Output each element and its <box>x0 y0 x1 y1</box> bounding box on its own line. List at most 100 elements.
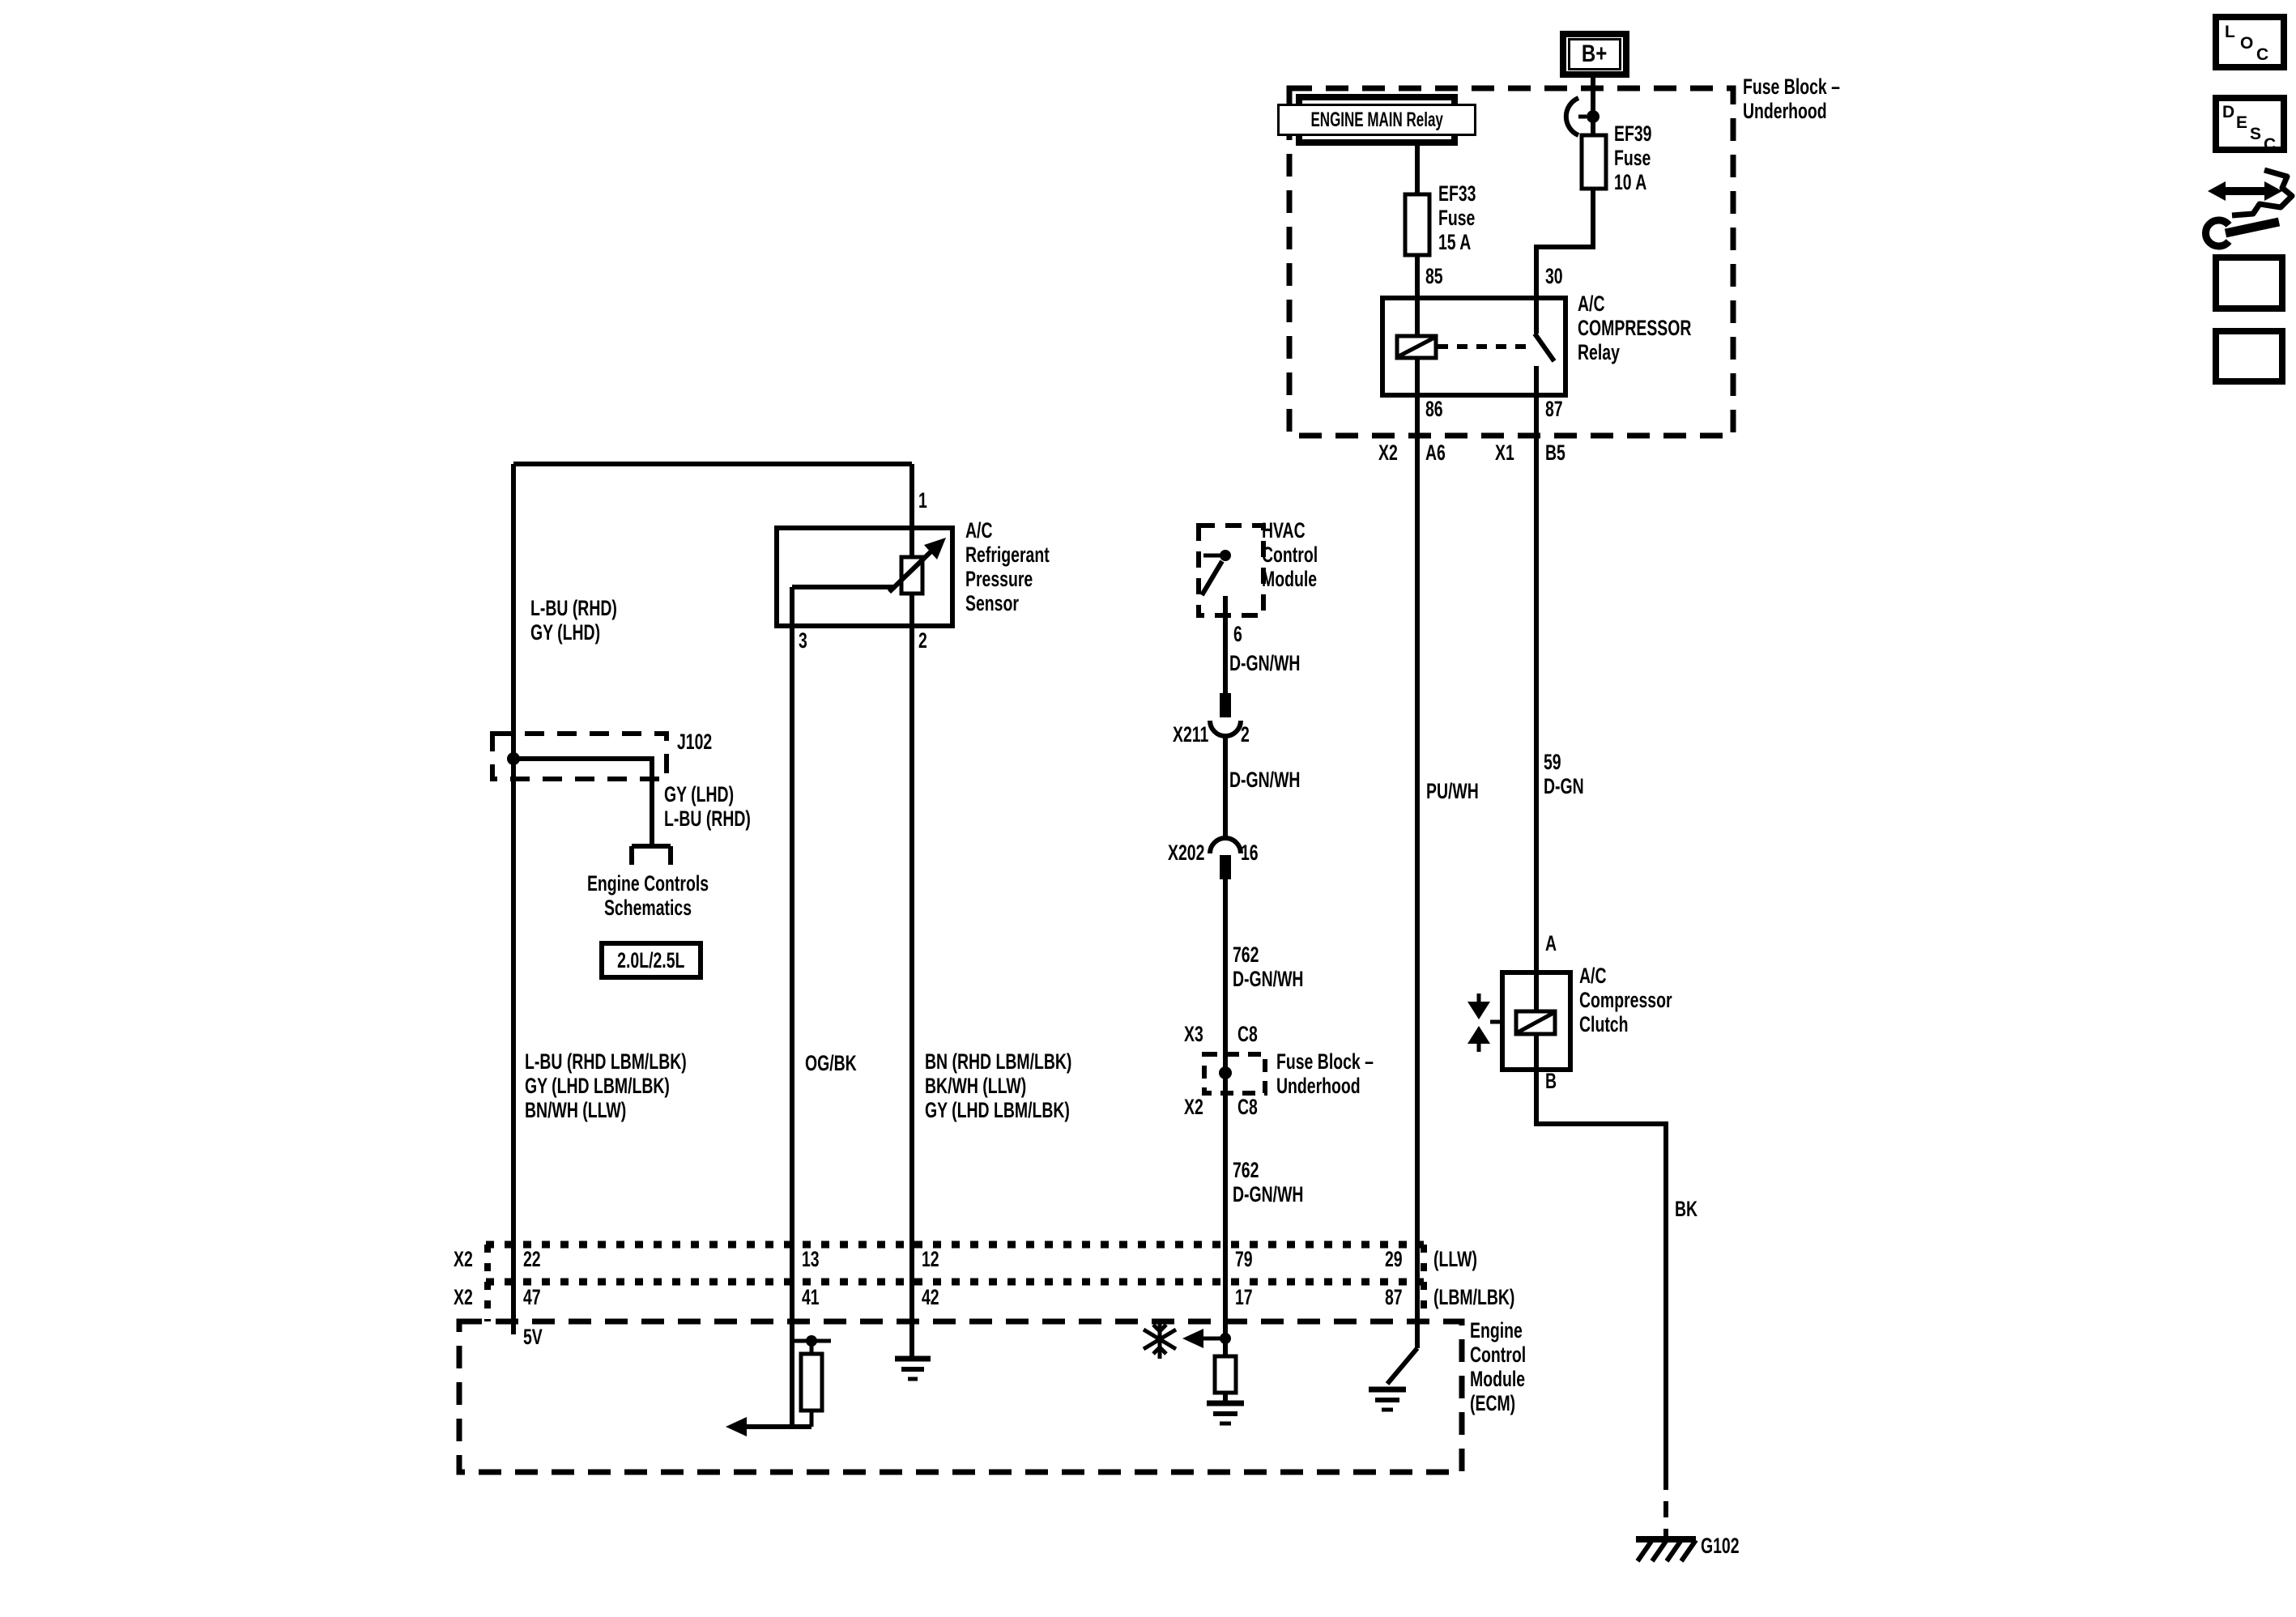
j102-label: J102 <box>677 730 713 754</box>
wire-color-dgnwh-2: D-GN/WH <box>1229 768 1301 792</box>
b-plus-connector-symbol <box>1563 96 1600 138</box>
ecm-pin-13: 13 <box>802 1247 820 1271</box>
sensor-pin-1: 1 <box>918 488 927 513</box>
clutch-pin-a: A <box>1545 931 1557 955</box>
relay-pin-30: 30 <box>1545 264 1563 288</box>
connector-x211-label: X211 <box>1173 722 1209 747</box>
connector-x211-symbol <box>1208 693 1243 738</box>
ecm-pin-42: 42 <box>922 1285 939 1309</box>
connector-x2mid-label: X2 <box>1184 1095 1203 1119</box>
ecm-pin-47: 47 <box>523 1285 541 1309</box>
ecm-pin-17: 17 <box>1235 1285 1253 1309</box>
engine-main-relay-box: ENGINE MAIN Relay <box>1276 94 1477 146</box>
wire-relay87-clutch-ground <box>1534 366 1668 1537</box>
hvac-switch-symbol <box>1199 550 1231 597</box>
ac-compressor-clutch-symbol <box>1467 970 1573 1072</box>
relay-conn-x2: X2 <box>1378 440 1398 465</box>
connector-x202-pin: 16 <box>1241 840 1259 865</box>
ecm-pin-41: 41 <box>802 1285 820 1309</box>
relay-conn-a6: A6 <box>1425 440 1446 465</box>
engine-variant-box: 2.0L/2.5L <box>599 941 703 980</box>
ecm-pin-87: 87 <box>1385 1285 1403 1309</box>
wire-j102-branch <box>513 756 673 865</box>
fuse-block-mid-junction-dot <box>1219 1066 1232 1079</box>
ecm-pin-12: 12 <box>922 1247 939 1271</box>
engine-variant-label: 2.0L/2.5L <box>617 947 685 972</box>
loc-letter-c: C <box>2256 45 2269 64</box>
ac-compressor-relay-symbol <box>1380 296 1568 398</box>
hvac-pin-6: 6 <box>1233 622 1242 646</box>
fuse-ef33-symbol <box>1403 192 1432 257</box>
loc-letter-l: L <box>2225 23 2235 41</box>
wire-colors-bottom-right: BN (RHD LBM/LBK)BK/WH (LLW)GY (LHD LBM/L… <box>925 1049 1072 1122</box>
b-plus-label: B+ <box>1582 40 1608 67</box>
ecm-row1-suffix: (LLW) <box>1433 1247 1477 1271</box>
fuse-block-underhood-box <box>1286 85 1736 439</box>
ecm-internal-ac-request-pin17 <box>1142 1320 1244 1426</box>
connector-x3-label: X3 <box>1184 1022 1203 1046</box>
fuse-block-underhood-mid-box <box>1202 1052 1267 1096</box>
clutch-pin-b: B <box>1545 1069 1557 1093</box>
wire-color-og-bk: OG/BK <box>805 1051 857 1075</box>
wire-color-bk: BK <box>1675 1197 1698 1221</box>
j102-splice-box <box>490 731 669 781</box>
j102-wire-color: GY (LHD)L-BU (RHD) <box>664 782 751 831</box>
ecm-box <box>456 1318 1465 1475</box>
sensor-pin-2: 2 <box>918 628 927 653</box>
relay-conn-b5: B5 <box>1545 440 1565 465</box>
connector-x3-pin: C8 <box>1237 1022 1258 1046</box>
relay-pin-86: 86 <box>1425 397 1443 421</box>
connector-x202-symbol <box>1208 836 1243 879</box>
loc-button[interactable]: L O C <box>2213 14 2287 70</box>
ecm-pin-79: 79 <box>1235 1247 1253 1271</box>
ecm-pin-29: 29 <box>1385 1247 1403 1271</box>
ecm-row2-suffix: (LBM/LBK) <box>1433 1285 1515 1309</box>
desc-letter-e: E <box>2236 113 2248 132</box>
ecm-row1-conn: X2 <box>454 1247 473 1271</box>
j102-junction-dot <box>507 752 520 765</box>
desc-button[interactable]: D E S C <box>2213 95 2287 154</box>
wire-color-dgnwh-1: D-GN/WH <box>1229 651 1301 675</box>
hvac-control-module-box <box>1196 523 1266 618</box>
ac-refrigerant-pressure-sensor-symbol <box>774 526 955 628</box>
next-arrow-button[interactable] <box>2213 254 2285 312</box>
ecm-5v-label: 5V <box>523 1325 543 1349</box>
connector-x2mid-pin: C8 <box>1237 1095 1258 1119</box>
back-arrow-button[interactable] <box>2213 328 2285 385</box>
desc-letter-d: D <box>2222 103 2235 121</box>
loc-letter-o: O <box>2240 34 2254 53</box>
relay-conn-x1: X1 <box>1495 440 1514 465</box>
ecm-internal-ground-pin42 <box>895 1355 931 1381</box>
ecm-internal-pullup-pin41 <box>726 1335 831 1436</box>
fuse-block-mid-title: Fuse Block –Underhood <box>1276 1049 1374 1098</box>
ecm-connector-rows <box>484 1240 1427 1321</box>
ecm-pin-22: 22 <box>523 1247 541 1271</box>
wire-5v-sensor-loop <box>511 462 914 1427</box>
desc-letter-c: C <box>2264 135 2277 154</box>
ecm-row2-conn: X2 <box>454 1285 473 1309</box>
connector-x202-label: X202 <box>1168 840 1205 865</box>
relay-pin-85: 85 <box>1425 264 1443 288</box>
schematic-nav-icon[interactable] <box>2202 167 2295 250</box>
g102-label: G102 <box>1701 1534 1740 1558</box>
wire-color-top-left: L-BU (RHD)GY (LHD) <box>530 596 617 645</box>
wire-colors-bottom-left: L-BU (RHD LBM/LBK)GY (LHD LBM/LBK)BN/WH … <box>525 1049 687 1122</box>
b-plus-feed-box: B+ <box>1560 31 1629 78</box>
fuse-ef39-symbol <box>1579 133 1608 191</box>
relay-pin-87: 87 <box>1545 397 1563 421</box>
fuse-block-top-title: Fuse Block –Underhood <box>1743 74 1840 123</box>
ecm-internal-switch-pin87 <box>1369 1347 1420 1412</box>
desc-letter-s: S <box>2250 125 2262 143</box>
sensor-pin-3: 3 <box>799 628 807 653</box>
